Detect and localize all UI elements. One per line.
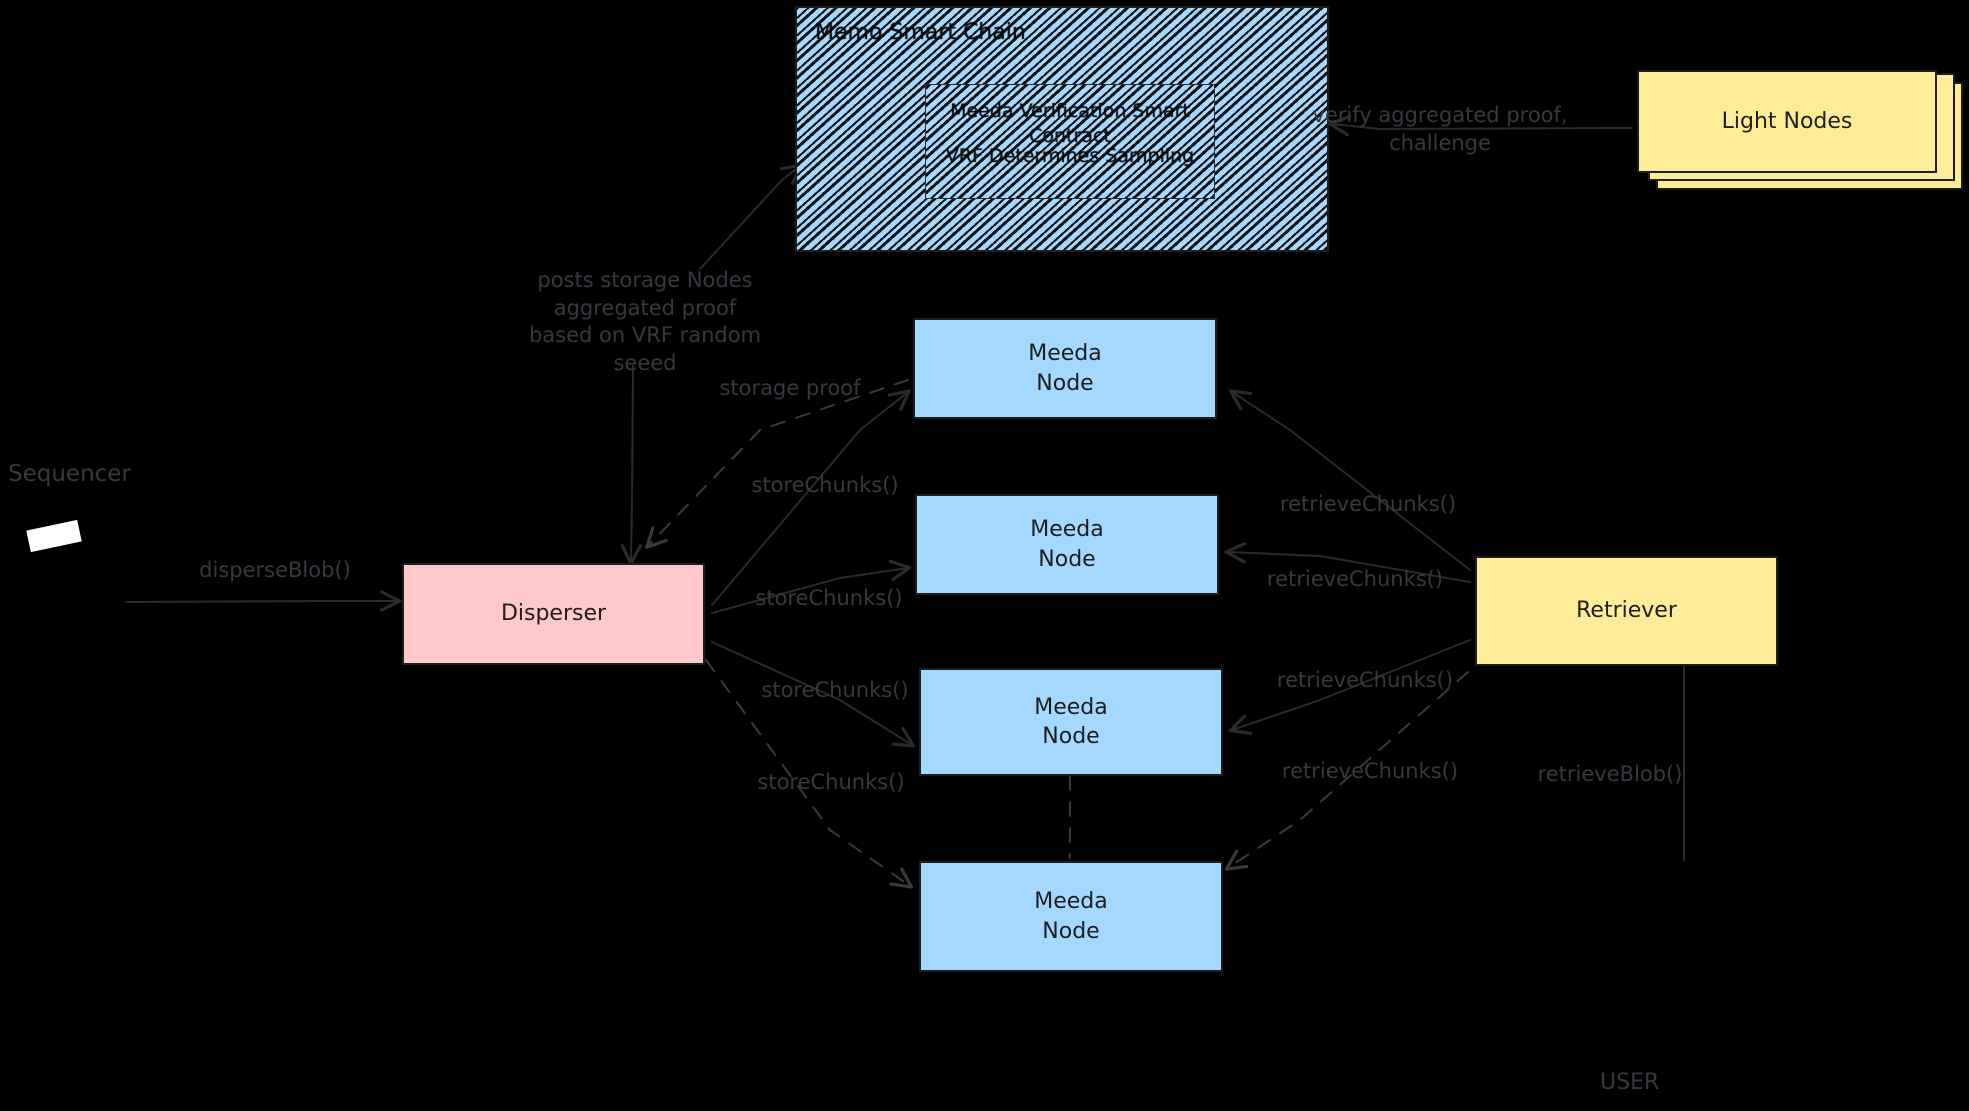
edge-lightnodes-to-chain bbox=[1328, 115, 1633, 137]
meeda-verification-contract-box[interactable] bbox=[925, 84, 1215, 199]
edge-retriever-node1 bbox=[1228, 389, 1471, 571]
retriever-box[interactable]: Retriever bbox=[1475, 556, 1778, 666]
edge-retriever-node4 bbox=[1224, 671, 1469, 871]
edge-label-disperse-blob: disperseBlob() bbox=[199, 558, 351, 582]
sequencer-label: Sequencer bbox=[8, 461, 131, 487]
edge-label-store-chunks-1: storeChunks() bbox=[751, 473, 899, 497]
edge-disperser-to-chain bbox=[699, 163, 804, 270]
disperser-label: Disperser bbox=[500, 601, 607, 627]
edge-node1-storage-proof bbox=[645, 379, 909, 549]
edge-label-retrieve-blob: retrieveBlob() bbox=[1537, 762, 1683, 786]
edge-label-store-chunks-3: storeChunks() bbox=[761, 678, 909, 702]
sequencer-marker bbox=[26, 519, 82, 553]
retriever-label: Retriever bbox=[1576, 598, 1677, 624]
disperser-box[interactable]: Disperser bbox=[402, 563, 705, 665]
light-nodes-box[interactable]: Light Nodes bbox=[1637, 70, 1937, 173]
meeda-node-3-label: Meeda Node bbox=[1034, 694, 1108, 749]
edge-disperser-node3 bbox=[711, 641, 916, 748]
edge-label-store-chunks-2: storeChunks() bbox=[755, 586, 903, 610]
edge-label-retrieve-chunks-2: retrieveChunks() bbox=[1266, 567, 1444, 591]
meeda-node-1[interactable]: Meeda Node bbox=[913, 318, 1217, 419]
meeda-verification-contract-label: Meeda Verification Smart Contract bbox=[950, 100, 1190, 148]
meeda-node-2[interactable]: Meeda Node bbox=[915, 494, 1219, 595]
memo-smart-chain-title: Memo Smart Chain bbox=[815, 20, 1026, 45]
meeda-node-3[interactable]: Meeda Node bbox=[919, 668, 1223, 776]
edge-label-storage-proof: storage proof bbox=[719, 376, 861, 400]
meeda-node-4-label: Meeda Node bbox=[1034, 889, 1108, 944]
edge-disperser-node4 bbox=[705, 659, 914, 889]
edge-retriever-node2 bbox=[1224, 542, 1471, 583]
meeda-node-4[interactable]: Meeda Node bbox=[919, 861, 1223, 972]
meeda-node-1-label: Meeda Node bbox=[1028, 341, 1102, 396]
edge-chain-to-disperser bbox=[620, 365, 642, 566]
user-label: USER bbox=[1600, 1070, 1660, 1095]
edge-label-retrieve-chunks-3: retrieveChunks() bbox=[1276, 668, 1454, 692]
edge-disperser-node2 bbox=[711, 559, 912, 614]
edge-retriever-node3 bbox=[1228, 639, 1471, 735]
edge-sequencer-to-disperser bbox=[125, 590, 402, 612]
meeda-node-2-label: Meeda Node bbox=[1030, 517, 1104, 572]
light-nodes-label: Light Nodes bbox=[1721, 108, 1853, 134]
vrf-sampling-label: VRF Determines Sampling bbox=[945, 145, 1195, 167]
edge-label-retrieve-chunks-1: retrieveChunks() bbox=[1279, 492, 1457, 516]
edge-label-retrieve-chunks-4: retrieveChunks() bbox=[1281, 759, 1459, 783]
edge-label-store-chunks-4: storeChunks() bbox=[757, 770, 905, 794]
edge-disperser-node1 bbox=[711, 389, 911, 606]
edge-label-verify-challenge: verify aggregated proof, challenge bbox=[1312, 103, 1568, 155]
edge-label-posts-proof: posts storage Nodes aggregated proof bas… bbox=[528, 268, 762, 376]
